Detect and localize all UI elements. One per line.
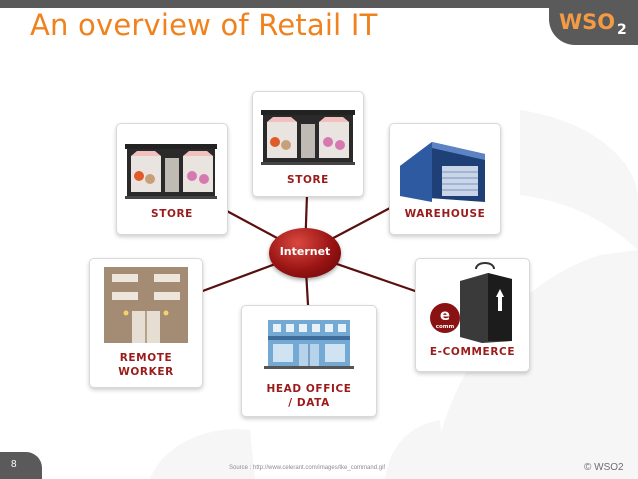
source-caption: Source : http://www.celerant.com/images/… bbox=[229, 465, 386, 471]
logo-text: WSO bbox=[559, 10, 615, 34]
head-office-building-icon bbox=[264, 320, 354, 369]
slide-number: 8 bbox=[11, 459, 17, 470]
shopping-bag-icon: e comm bbox=[430, 262, 512, 343]
hub-label: Internet bbox=[279, 245, 331, 258]
copyright-text: © WSO2 bbox=[584, 462, 624, 473]
storefront-icon bbox=[125, 144, 217, 199]
node-store-top: STORE bbox=[252, 91, 364, 197]
node-label: STORE bbox=[287, 174, 329, 186]
office-building-icon bbox=[104, 267, 188, 343]
node-remote-worker: REMOTE WORKER bbox=[89, 258, 203, 388]
node-store-left: STORE bbox=[116, 123, 228, 235]
node-label: E-COMMERCE bbox=[429, 346, 516, 358]
slide-number-tab: 8 bbox=[0, 452, 42, 479]
node-label: WAREHOUSE bbox=[404, 208, 486, 220]
wso2-logo-icon: WSO 2 bbox=[559, 10, 627, 36]
node-e-commerce: e comm E-COMMERCE bbox=[415, 258, 530, 372]
node-label: HEAD OFFICE / DATA bbox=[266, 383, 352, 409]
node-warehouse: WAREHOUSE bbox=[389, 123, 501, 235]
warehouse-icon bbox=[400, 142, 485, 202]
storefront-icon bbox=[261, 110, 355, 165]
ecomm-badge-letter: e bbox=[440, 306, 450, 324]
ecomm-badge-word: comm bbox=[436, 324, 455, 330]
wso2-logo: WSO 2 bbox=[549, 0, 638, 45]
node-label: STORE bbox=[151, 208, 193, 220]
slide-title: An overview of Retail IT bbox=[30, 8, 378, 42]
node-label: REMOTE WORKER bbox=[118, 352, 174, 378]
node-head-office: HEAD OFFICE / DATA bbox=[241, 305, 377, 417]
logo-subscript: 2 bbox=[617, 22, 627, 36]
internet-hub: Internet bbox=[269, 228, 341, 278]
top-bar bbox=[0, 0, 638, 8]
